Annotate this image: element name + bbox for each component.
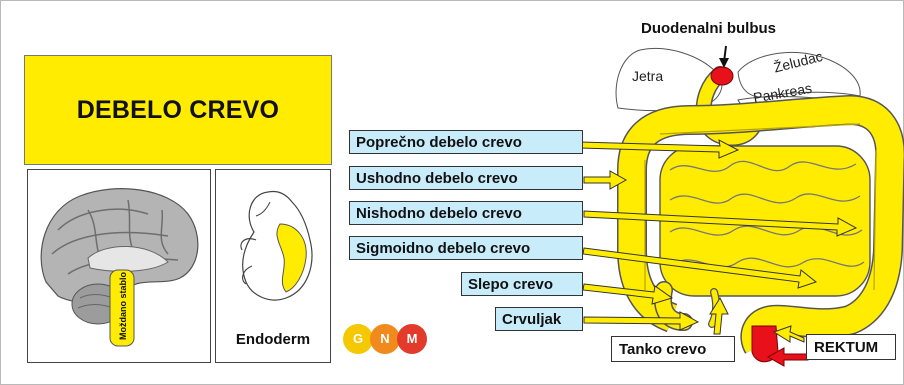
logo-dot-m: M bbox=[397, 324, 427, 354]
brain-panel: Moždano stablo bbox=[27, 169, 211, 363]
title-text: DEBELO CREVO bbox=[76, 95, 280, 124]
logo-dot-g: G bbox=[343, 324, 373, 354]
arrow-transverse bbox=[579, 139, 740, 159]
label-ascending-colon: Ushodno debelo crevo bbox=[349, 166, 583, 190]
label-transverse-colon: Poprečno debelo crevo bbox=[349, 130, 583, 154]
arrow-rectum bbox=[766, 347, 809, 367]
arrow-appendix bbox=[583, 311, 700, 331]
arrow-cecum bbox=[582, 283, 674, 305]
duodenal-bulb-label: Duodenalni bulbus bbox=[641, 20, 776, 37]
endoderm-label: Endoderm bbox=[235, 331, 311, 348]
large-intestine bbox=[618, 96, 904, 353]
arrow-rectum-upper bbox=[772, 325, 805, 343]
label-sigmoid-colon: Sigmoidno debelo crevo bbox=[349, 236, 583, 260]
label-appendix: Crvuljak bbox=[495, 307, 583, 331]
label-arrows bbox=[579, 139, 858, 343]
embryo-panel: Endoderm bbox=[215, 169, 331, 363]
small-intestine-loops bbox=[669, 160, 865, 268]
gnm-logo: G N M bbox=[343, 324, 439, 354]
arrow-sigmoid bbox=[582, 247, 818, 289]
brain-illustration: Moždano stablo bbox=[40, 188, 199, 347]
brain-stem-label: Moždano stablo bbox=[118, 272, 128, 340]
label-descending-colon: Nishodno debelo crevo bbox=[349, 201, 583, 225]
arrow-descending bbox=[583, 210, 858, 237]
embryo-illustration bbox=[240, 190, 313, 301]
label-cecum: Slepo crevo bbox=[461, 272, 583, 296]
small-intestine-label: Tanko crevo bbox=[611, 336, 735, 362]
arrow-duodenal-bulb-head bbox=[719, 58, 729, 68]
logo-dot-n: N bbox=[370, 324, 400, 354]
liver-label: Jetra bbox=[632, 68, 664, 84]
title-box: DEBELO CREVO bbox=[24, 55, 332, 165]
duodenal-bulb-marker bbox=[710, 66, 734, 86]
arrow-small-intestine bbox=[709, 296, 729, 335]
rectum-label: REKTUM bbox=[806, 334, 896, 360]
arrow-ascending bbox=[583, 170, 628, 190]
haustra-lines bbox=[644, 123, 877, 291]
